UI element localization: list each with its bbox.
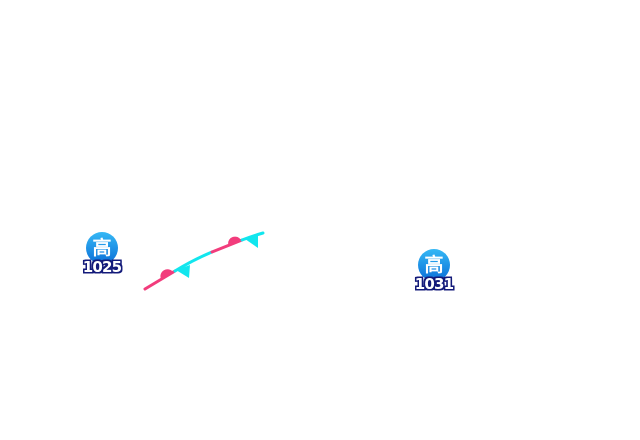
front-segment-cold bbox=[173, 250, 214, 273]
warm-front-semicircle bbox=[160, 269, 173, 279]
cold-front-triangle bbox=[176, 265, 190, 278]
warm-front-semicircle bbox=[227, 236, 241, 244]
front-segment-cold bbox=[240, 231, 265, 242]
high-pressure-symbol: 高 bbox=[418, 249, 450, 281]
front-segment-warm bbox=[143, 269, 177, 291]
high-pressure-center[interactable]: 高 1031 bbox=[410, 249, 458, 309]
cold-front-triangle bbox=[245, 235, 258, 248]
pressure-value: 1031 bbox=[414, 275, 454, 293]
stationary-front[interactable] bbox=[143, 231, 265, 291]
pressure-value: 1025 bbox=[82, 258, 122, 276]
high-pressure-center[interactable]: 高 1025 bbox=[78, 232, 126, 292]
high-pressure-symbol: 高 bbox=[86, 232, 118, 264]
front-segment-warm bbox=[210, 238, 244, 254]
